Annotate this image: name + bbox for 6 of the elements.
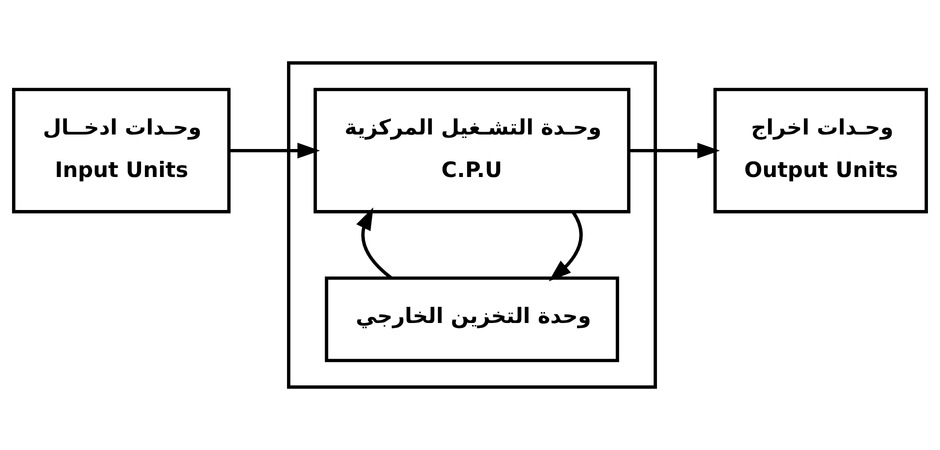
cluster <box>287 61 657 389</box>
arrow <box>629 142 720 159</box>
arrow <box>228 142 320 159</box>
arrow <box>548 210 583 282</box>
node-box: وحدة التخزين الخارجي <box>324 276 620 362</box>
arrow <box>356 207 392 280</box>
